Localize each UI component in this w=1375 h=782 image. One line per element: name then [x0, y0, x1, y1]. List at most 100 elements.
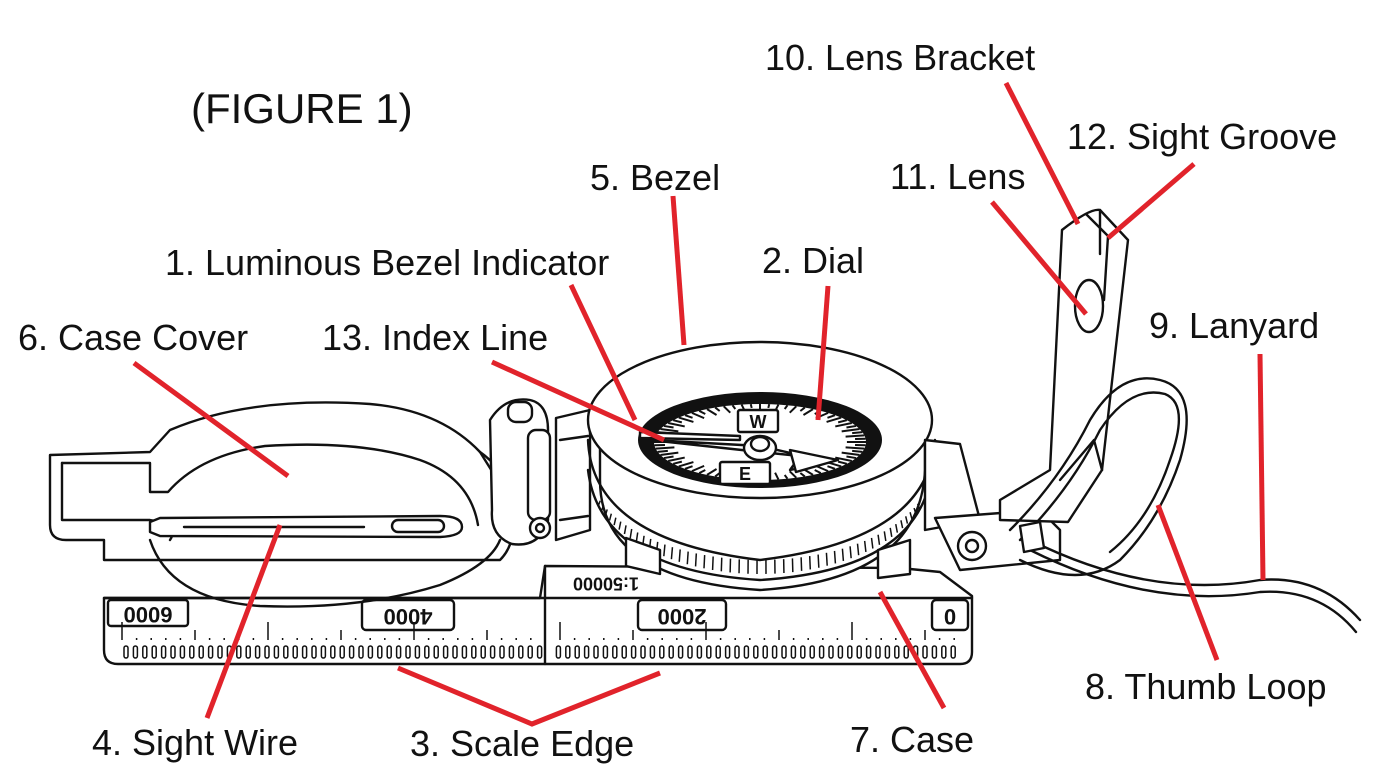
knurl-line — [916, 503, 921, 510]
dial-tick — [845, 434, 865, 438]
dial-tick — [667, 456, 685, 462]
knurl-line — [613, 517, 617, 526]
thumb-loop-drawing — [1008, 377, 1362, 634]
scale-slot — [123, 645, 129, 659]
knurl-line — [597, 500, 601, 506]
scale-slot — [931, 645, 938, 659]
label-lanyard: 9. Lanyard — [1149, 305, 1319, 346]
scale-slot — [414, 645, 421, 659]
scale-slot — [320, 645, 327, 659]
scale-slot — [771, 645, 778, 659]
dial-tick — [663, 455, 674, 460]
label-lens-bracket: 10. Lens Bracket — [765, 37, 1035, 78]
dial-tick — [783, 474, 789, 480]
dial-tick — [663, 424, 674, 429]
scale-slot — [593, 645, 599, 659]
scale-slot — [508, 645, 515, 659]
scale-slot — [809, 645, 815, 659]
scale-slot — [941, 645, 947, 659]
scale-slot — [452, 645, 458, 659]
scale-slot — [865, 645, 872, 659]
scale-slot — [555, 645, 562, 659]
scale-slot — [207, 645, 214, 659]
dial-tick — [660, 451, 679, 456]
knurl-line — [711, 556, 714, 571]
dial-tick — [835, 456, 853, 462]
dial-tick — [731, 404, 737, 410]
scale-slot — [311, 645, 317, 659]
knurl-line — [900, 520, 904, 529]
scale-slot — [612, 645, 618, 659]
scale-slot — [471, 645, 477, 659]
leader-sight-groove — [1106, 162, 1196, 240]
dial-tick — [691, 411, 705, 420]
leader-bezel — [670, 195, 687, 346]
bezel-knurling — [597, 500, 921, 574]
dial-degree-ticks — [654, 403, 866, 481]
leader-case — [877, 590, 947, 710]
scale-slot — [330, 645, 336, 659]
knurl-line — [629, 528, 633, 539]
scale-slot — [189, 645, 195, 659]
dial-tick — [799, 472, 806, 478]
dial-tick — [841, 451, 860, 456]
scale-slot — [348, 645, 355, 659]
scale-slot — [734, 645, 740, 659]
label-case-cover: 6. Case Cover — [18, 317, 248, 358]
dial-tick — [723, 405, 731, 414]
dial-tick — [789, 470, 797, 479]
dial-tick — [846, 455, 857, 460]
leader-luminous-bezel-indicator — [568, 283, 638, 422]
scale-ticks — [121, 622, 955, 640]
dial-tick — [684, 465, 693, 470]
label-index-line: 13. Index Line — [322, 317, 548, 358]
dial-tick — [698, 469, 706, 475]
scale-slot — [367, 645, 374, 659]
scale-slot — [339, 645, 345, 659]
leader-sight-wire — [204, 524, 283, 719]
dial-tick — [767, 403, 771, 409]
dial-tick — [672, 460, 683, 465]
scale-slot — [179, 645, 186, 659]
scale-slot — [668, 645, 674, 659]
leader-thumb-loop — [1155, 504, 1220, 661]
scale-slot — [790, 645, 797, 659]
label-sight-wire: 4. Sight Wire — [92, 722, 298, 763]
scale-slot — [753, 645, 759, 659]
leader-lanyard — [1257, 353, 1266, 581]
knurl-line — [678, 549, 681, 562]
scale-slot — [283, 645, 289, 659]
dial-tick — [660, 428, 679, 433]
hinge-drawing — [488, 398, 592, 546]
figure-title: (FIGURE 1) — [191, 85, 413, 132]
knurl-line — [909, 512, 913, 520]
dial-tick — [691, 464, 705, 473]
knurl-line — [856, 543, 860, 556]
label-dial: 2. Dial — [762, 240, 864, 281]
dial-tick — [698, 409, 706, 415]
scale-slot — [377, 645, 383, 659]
knurl-line — [608, 513, 613, 521]
knurl-line — [841, 548, 845, 562]
label-luminous-bezel-indicator: 1. Luminous Bezel Indicator — [165, 242, 609, 283]
scale-slot — [837, 645, 844, 659]
leader-lines — [132, 81, 1266, 727]
label-scale-edge: 3. Scale Edge — [410, 723, 634, 764]
scale-slot — [217, 645, 223, 659]
scale-slot — [715, 645, 721, 659]
knurl-line — [694, 553, 698, 567]
dial-tick — [814, 469, 822, 475]
scale-slot — [424, 645, 430, 659]
dial-tick — [789, 405, 797, 414]
scale-slot — [687, 645, 693, 659]
leader-scale-edge — [397, 665, 661, 727]
dial-tick — [835, 422, 853, 428]
label-thumb-loop: 8. Thumb Loop — [1085, 666, 1327, 707]
scale-slot — [696, 645, 703, 659]
scale-slot — [405, 645, 411, 659]
scale-slot — [198, 645, 204, 659]
knurl-line — [686, 551, 689, 565]
scale-number-4000: 4000 — [384, 604, 433, 629]
scale-slot — [254, 645, 261, 659]
